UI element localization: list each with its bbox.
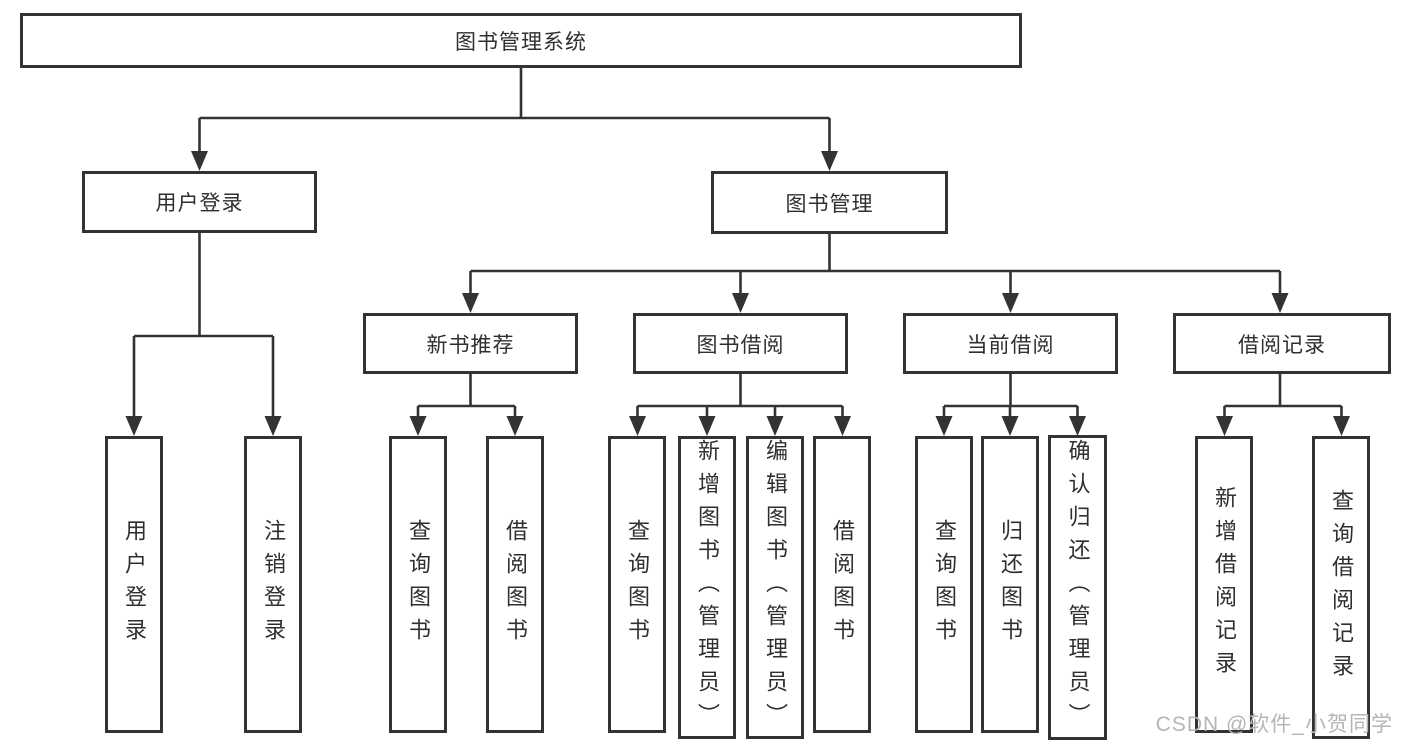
leaf-confirm-return-admin: 确认归还（管理员） — [1048, 435, 1107, 740]
leaf-query-books-2-label: 查询图书 — [625, 518, 650, 651]
wire-borrowrecords-to-leaves — [1223, 374, 1343, 417]
leaf-user-login: 用户登录 — [105, 436, 163, 733]
node-current-borrow: 当前借阅 — [903, 313, 1118, 374]
leaf-borrow-books-1: 借阅图书 — [486, 436, 544, 733]
leaf-query-books-3: 查询图书 — [915, 436, 973, 733]
wire-bookborrow-to-leaves — [636, 374, 844, 417]
node-user-login: 用户登录 — [82, 171, 317, 233]
leaf-logout: 注销登录 — [244, 436, 302, 733]
node-book-borrow: 图书借阅 — [633, 313, 848, 374]
leaf-query-borrow-record-label: 查询借阅记录 — [1329, 488, 1354, 687]
leaf-borrow-books-2: 借阅图书 — [813, 436, 871, 733]
node-book-management-label: 图书管理 — [785, 192, 874, 216]
node-current-borrow-label: 当前借阅 — [966, 333, 1055, 357]
node-user-login-label: 用户登录 — [155, 192, 244, 215]
leaf-return-books-label: 归还图书 — [998, 518, 1023, 651]
leaf-add-borrow-record-label: 新增借阅记录 — [1212, 485, 1237, 684]
csdn-watermark: CSDN @软件_小贺同学 — [1155, 713, 1393, 736]
leaf-logout-label: 注销登录 — [261, 518, 286, 651]
wire-userlogin-to-leaves — [132, 233, 275, 417]
leaf-add-borrow-record: 新增借阅记录 — [1195, 436, 1253, 733]
leaf-edit-books-admin: 编辑图书（管理员） — [746, 436, 804, 739]
leaf-borrow-books-1-label: 借阅图书 — [503, 518, 528, 651]
leaf-query-borrow-record: 查询借阅记录 — [1312, 436, 1370, 739]
node-root-label: 图书管理系统 — [455, 30, 587, 54]
leaf-query-books-3-label: 查询图书 — [932, 518, 957, 651]
leaf-edit-books-admin-label: 编辑图书（管理员） — [763, 439, 788, 736]
leaf-borrow-books-2-label: 借阅图书 — [830, 518, 855, 651]
node-borrow-records: 借阅记录 — [1173, 313, 1391, 374]
node-borrow-records-label: 借阅记录 — [1238, 333, 1326, 357]
wire-root-to-level2 — [198, 68, 831, 152]
node-new-book-recommend-label: 新书推荐 — [426, 333, 515, 357]
leaf-query-books-1-label: 查询图书 — [406, 518, 431, 651]
leaf-query-books-1: 查询图书 — [389, 436, 447, 733]
leaf-return-books: 归还图书 — [981, 436, 1039, 733]
wire-currentborrow-to-leaves — [942, 374, 1079, 417]
node-root-system: 图书管理系统 — [20, 13, 1022, 68]
wire-newbook-to-leaves — [416, 374, 517, 417]
leaf-query-books-2: 查询图书 — [608, 436, 666, 733]
wire-bookmgmt-to-level3 — [469, 234, 1282, 294]
node-new-book-recommend: 新书推荐 — [363, 313, 578, 374]
node-book-management: 图书管理 — [711, 171, 948, 234]
leaf-add-books-admin: 新增图书（管理员） — [678, 436, 736, 739]
node-book-borrow-label: 图书借阅 — [696, 333, 785, 357]
leaf-confirm-return-admin-label: 确认归还（管理员） — [1065, 439, 1091, 736]
leaf-add-books-admin-label: 新增图书（管理员） — [695, 439, 720, 736]
leaf-user-login-label: 用户登录 — [122, 518, 147, 651]
